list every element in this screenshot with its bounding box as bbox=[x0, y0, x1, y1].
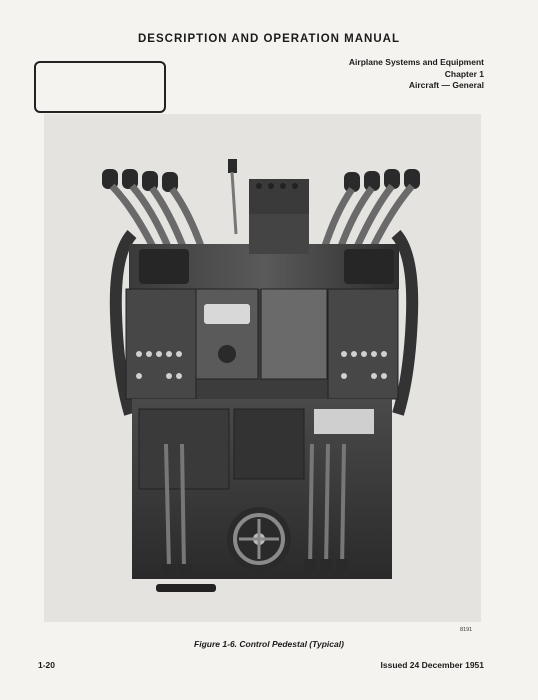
pedestal-illustration bbox=[102, 159, 420, 592]
manual-title: DESCRIPTION AND OPERATION MANUAL bbox=[138, 33, 400, 45]
chapter-subject: Aircraft — General bbox=[408, 80, 484, 90]
figure-caption: Figure 1-6. Control Pedestal (Typical) bbox=[194, 639, 344, 649]
section-title: Airplane Systems and Equipment bbox=[348, 57, 484, 67]
issue-date: Issued 24 December 1951 bbox=[380, 660, 484, 670]
figure-code: 8191 bbox=[460, 627, 473, 633]
chapter-block: Airplane Systems and Equipment Chapter 1… bbox=[349, 57, 484, 92]
chapter-number: Chapter 1 bbox=[444, 68, 484, 79]
trim-wheel bbox=[227, 507, 291, 571]
page-number: 1-20 bbox=[38, 660, 56, 670]
throttle-levers-left bbox=[102, 169, 206, 251]
blank-label-box bbox=[34, 61, 166, 113]
throttle-levers-right bbox=[320, 169, 420, 251]
control-pedestal-photo bbox=[44, 114, 481, 622]
